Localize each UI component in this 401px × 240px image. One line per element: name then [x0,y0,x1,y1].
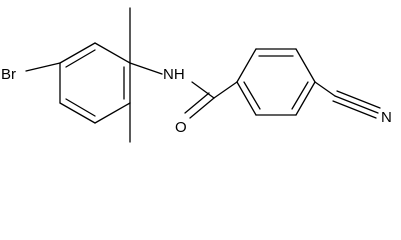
nitrile-triple-bond [332,100,377,119]
ring-bond [295,81,316,116]
ring-bond [94,42,131,64]
carbonyl-oxygen-atom-label: O [175,119,187,136]
bromine-atom-label: Br [1,66,16,83]
ring-double-bond [291,81,309,110]
nitrile-triple-bond [334,95,379,114]
ring-to-nitrile-carbon-bond [314,81,336,97]
nitrile-triple-bond [336,90,381,109]
ring-bond [236,81,257,116]
chemical-structure: Br NH O N [1,7,392,143]
ring-bond [94,102,131,124]
nitrile-nitrogen-atom-label: N [381,109,392,126]
ring-bond [59,102,96,124]
carbonyl-to-ring-bond [213,81,238,99]
ring-bond [59,42,96,64]
carbonyl-double-bond [189,97,215,119]
bromo-dimethylphenyl-ring [59,42,131,124]
nitrogen-to-carbonyl-bond [191,81,215,99]
ring-double-bond [65,98,96,117]
amide-nitrogen-atom-label: NH [163,66,185,83]
ring-bond [295,48,316,83]
ring-to-nitrogen-bond [129,62,163,75]
ring-bond [236,48,257,83]
nitrile-group [314,81,381,119]
ring-double-bond [243,81,261,110]
carbonyl-double-bond [184,92,210,114]
ring-double-bond [65,49,96,68]
cyanophenyl-ring [236,48,316,116]
bromine-bond [25,62,61,72]
